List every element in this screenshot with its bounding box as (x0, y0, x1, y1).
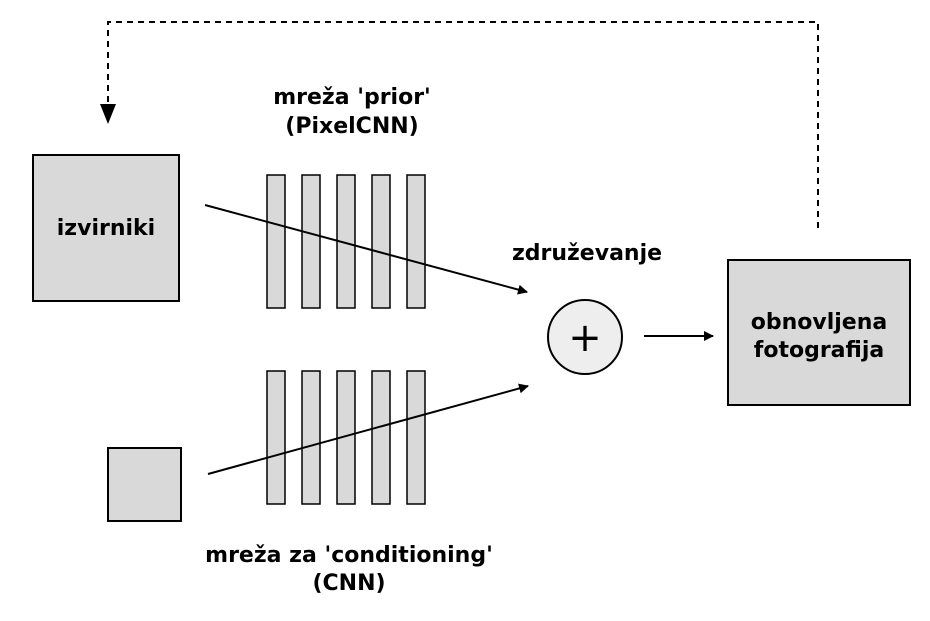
output-box (727, 259, 911, 406)
conditioning-input-box (107, 447, 182, 522)
conditioning-network-layers (266, 370, 426, 505)
prior-network-subtitle: (PixelCNN) (285, 114, 418, 139)
prior-arrow (204, 204, 528, 295)
conditioning-layer (301, 370, 321, 505)
conditioning-layer (371, 370, 391, 505)
prior-layer (371, 174, 391, 309)
prior-network-title: mreža 'prior' (273, 85, 431, 110)
prior-layer (406, 174, 426, 309)
feedback-dashed-line (107, 21, 819, 228)
conditioning-network-subtitle: (CNN) (312, 571, 385, 596)
feedback-loop (100, 21, 819, 228)
conditioning-layer (266, 370, 286, 505)
merge-circle (547, 299, 623, 375)
source-label: izvirniki (57, 216, 155, 241)
output-label-line1: obnovljena (751, 310, 888, 335)
prior-layer (266, 174, 286, 309)
feedback-arrowhead (100, 104, 116, 124)
conditioning-network-title: mreža za 'conditioning' (205, 543, 493, 568)
plus-icon: + (568, 315, 602, 361)
conditioning-layer (406, 370, 426, 505)
output-label-line2: fotografija (754, 338, 884, 363)
prior-layer (301, 174, 321, 309)
conditioning-arrow (207, 383, 529, 475)
merge-label: združevanje (512, 241, 662, 266)
prior-network-layers (266, 174, 426, 309)
source-box (32, 154, 180, 302)
